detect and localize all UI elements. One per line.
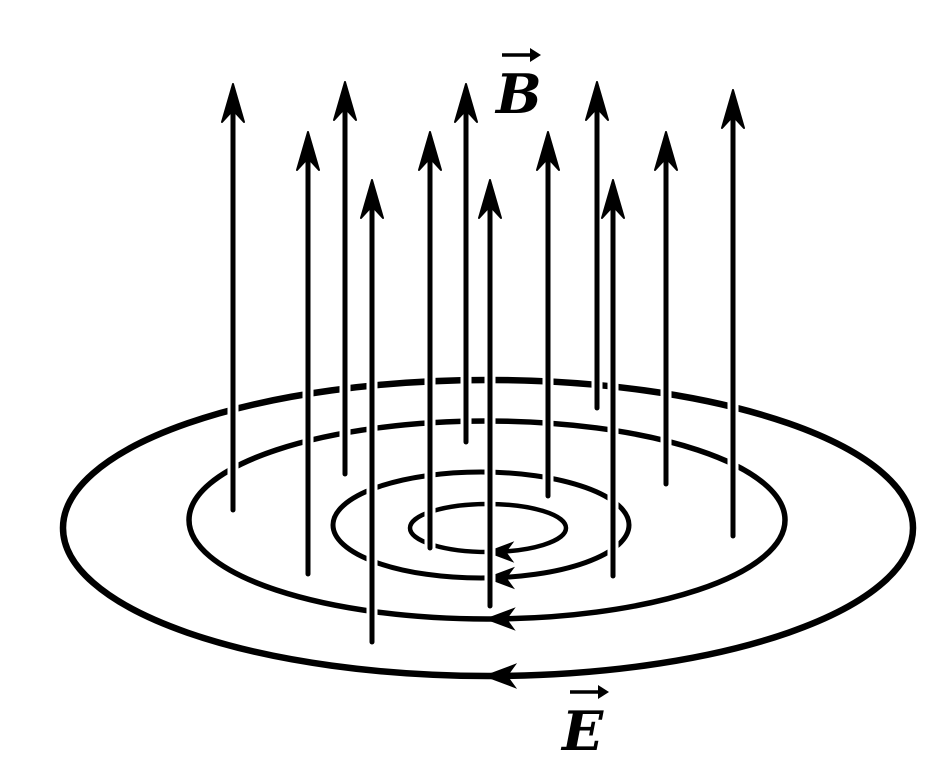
up-arrowhead-icon <box>721 89 745 129</box>
magnetic-field-label-text: B <box>494 62 542 126</box>
electric-field-label: E <box>560 685 609 763</box>
up-arrowhead-icon <box>296 131 320 171</box>
up-arrowhead-icon <box>585 81 609 121</box>
up-arrowhead-icon <box>360 179 384 219</box>
up-arrowhead-icon <box>418 131 442 171</box>
up-arrowhead-icon <box>536 131 560 171</box>
ring-arrowhead-icon <box>484 607 516 631</box>
electric-field-label-text: E <box>560 699 604 763</box>
ring-arrowhead-icon <box>485 541 515 563</box>
up-arrowhead-icon <box>601 179 625 219</box>
up-arrowhead-icon <box>478 179 502 219</box>
up-arrowhead-icon <box>454 83 478 123</box>
ring-arrowhead-icon <box>485 566 515 590</box>
up-arrowhead-icon <box>333 81 357 121</box>
up-arrowhead-icon <box>654 131 678 171</box>
up-arrowhead-icon <box>221 83 245 123</box>
magnetic-field-lines <box>221 81 745 645</box>
vector-arrow-head <box>530 48 541 62</box>
vector-arrow-head <box>598 685 609 699</box>
ring-arrowhead-icon <box>482 663 518 689</box>
electric-field-ring <box>330 469 632 581</box>
magnetic-field-label: B <box>494 48 542 126</box>
